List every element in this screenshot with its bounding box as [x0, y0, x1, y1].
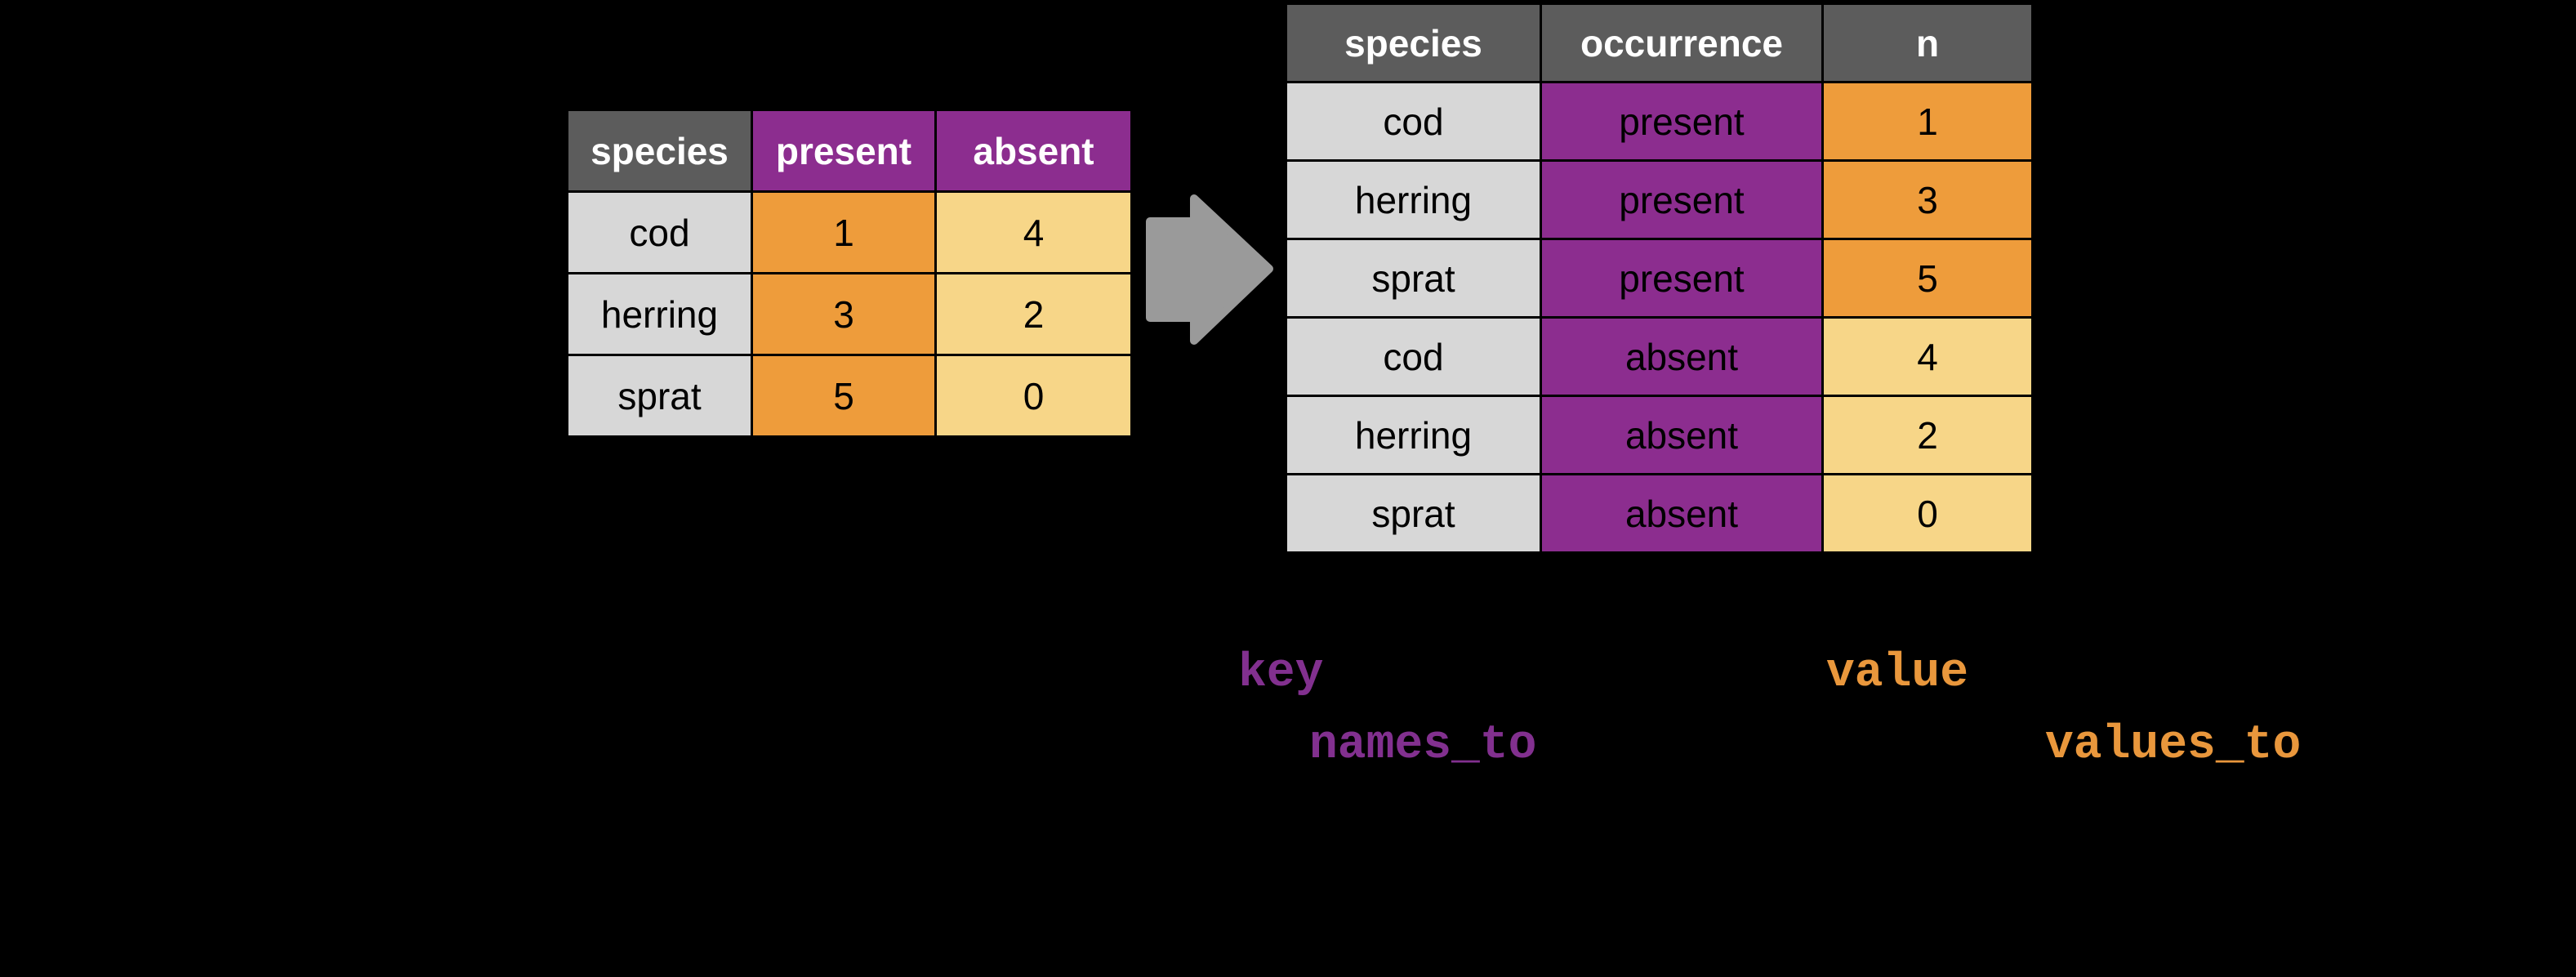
table-cell: 0 — [1821, 473, 2034, 554]
table-cell: absent — [1540, 473, 1824, 554]
table-cell: 4 — [1821, 316, 2034, 397]
table-cell: absent — [1540, 395, 1824, 475]
header-cell-occurrence: occurrence — [1540, 2, 1824, 83]
header-cell-species: species — [566, 109, 753, 193]
table-cell: sprat — [1285, 473, 1542, 554]
right-arrow-icon — [1146, 194, 1273, 345]
table-cell: 5 — [1821, 238, 2034, 319]
header-cell-absent: absent — [934, 109, 1133, 193]
table-cell: cod — [1285, 316, 1542, 397]
header-cell-n: n — [1821, 2, 2034, 83]
table-cell: 3 — [751, 272, 937, 356]
table-cell: present — [1540, 238, 1824, 319]
table-cell: 2 — [1821, 395, 2034, 475]
label-value: value — [1826, 647, 1969, 700]
table-cell: herring — [566, 272, 753, 356]
table-cell: herring — [1285, 395, 1542, 475]
table-cell: cod — [1285, 81, 1542, 162]
table-cell: 0 — [934, 354, 1133, 438]
table-cell: 2 — [934, 272, 1133, 356]
table-cell: sprat — [566, 354, 753, 438]
table-cell: herring — [1285, 159, 1542, 240]
table-cell: 5 — [751, 354, 937, 438]
table-cell: 3 — [1821, 159, 2034, 240]
table-cell: present — [1540, 81, 1824, 162]
table-cell: 1 — [751, 190, 937, 274]
label-key: key — [1238, 647, 1324, 700]
table-cell: 1 — [1821, 81, 2034, 162]
label-names-to: names_to — [1309, 719, 1537, 772]
table-cell: 4 — [934, 190, 1133, 274]
table-cell: present — [1540, 159, 1824, 240]
label-values-to: values_to — [2045, 719, 2302, 772]
header-cell-species: species — [1285, 2, 1542, 83]
table-cell: sprat — [1285, 238, 1542, 319]
header-cell-present: present — [751, 109, 937, 193]
table-cell: cod — [566, 190, 753, 274]
table-cell: absent — [1540, 316, 1824, 397]
